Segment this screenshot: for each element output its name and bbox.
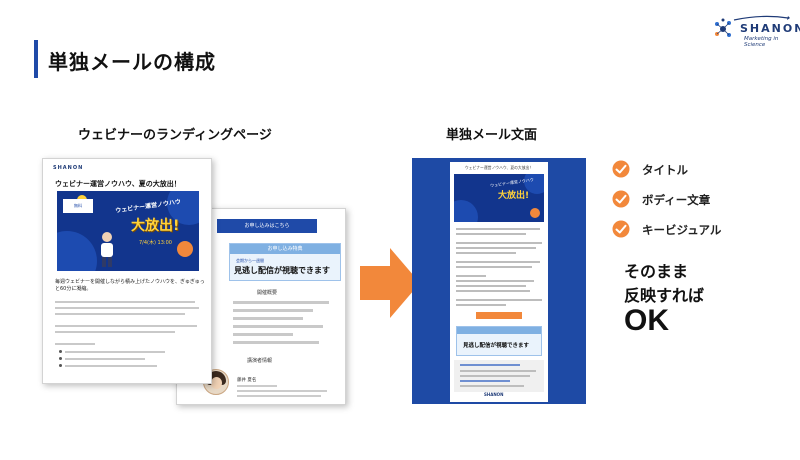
- email-text-line: [456, 261, 540, 263]
- lp-text-line: [233, 341, 319, 344]
- conclusion-line-1: そのまま: [624, 262, 689, 281]
- email-screenshot: ウェビナー運営ノウハウ、夏の大放出！ ウェビナー運営ノウハウ 大放出! 見逃し配…: [412, 158, 586, 404]
- title-accent-bar: [34, 40, 38, 78]
- logo-tagline: Marketing in Science: [744, 36, 779, 48]
- email-text-line: [456, 228, 540, 230]
- lp-hero-big: 大放出!: [131, 218, 180, 234]
- lp-text-line: [65, 358, 145, 360]
- email-text-line: [460, 364, 520, 366]
- person-illustration-icon: [101, 232, 113, 267]
- slide-title: 単独メールの構成: [48, 50, 216, 74]
- lp-headline: ウェビナー運営ノウハウ、夏の大放出！: [55, 180, 181, 188]
- lp-text-line: [55, 325, 197, 327]
- email-text-line: [460, 380, 510, 382]
- email-cta-button: [476, 312, 522, 319]
- lp-text-line: [55, 301, 195, 303]
- lp-key-visual: 無料 ウェビナー運営ノウハウ 大放出! 7/4(木) 13:00: [57, 191, 199, 271]
- lp-logo: SHANON: [53, 165, 84, 171]
- lp-text-line: [233, 309, 313, 312]
- lp-apply-button: お申し込みはこちら: [217, 219, 317, 233]
- email-text-line: [456, 290, 530, 292]
- lp-lead-text: 毎週ウェビナーを開催しながら積み上げたノウハウを、ぎゅぎゅっと60分に凝縮。: [55, 279, 205, 292]
- check-circle-icon: [612, 190, 630, 208]
- email-footer: [454, 360, 544, 392]
- checklist-label: ボディー文章: [642, 193, 711, 207]
- lp-hero-tag: 無料: [63, 199, 93, 213]
- shanon-logo-icon: [715, 15, 790, 37]
- lp-hero-date: 7/4(木) 13:00: [139, 240, 172, 246]
- landing-page-front-screenshot: SHANON ウェビナー運営ノウハウ、夏の大放出！ 無料 ウェビナー運営ノウハウ…: [42, 158, 212, 384]
- lp-lecturer-heading: 講演者情報: [247, 358, 273, 364]
- landing-page-heading: ウェビナーのランディングページ: [78, 128, 272, 143]
- lp-bonus-head: お申し込み特典: [230, 244, 340, 254]
- email-text-line: [456, 233, 526, 235]
- email-text-line: [460, 385, 524, 387]
- check-circle-icon: [612, 220, 630, 238]
- email-key-visual: ウェビナー運営ノウハウ 大放出!: [454, 174, 544, 222]
- lp-bullet: [59, 350, 62, 353]
- email-text-line: [456, 280, 534, 282]
- email-subject: ウェビナー運営ノウハウ、夏の大放出！: [464, 165, 534, 170]
- lp-text-line: [65, 365, 157, 367]
- lp-text-line: [55, 343, 95, 345]
- email-heading: 単独メール文面: [446, 128, 538, 143]
- lp-lecturer-name: 藤井 夏名: [237, 378, 257, 383]
- lp-bonus-box: お申し込み特典 会期から一週間 見逃し配信が視聴できます: [229, 243, 341, 281]
- conclusion-line-2: 反映すれば: [624, 286, 705, 305]
- lp-text-line: [65, 351, 165, 353]
- lp-bullet: [59, 357, 62, 360]
- conclusion-ok: OK: [624, 304, 669, 337]
- lp-text-line: [233, 325, 323, 328]
- email-text-line: [460, 370, 536, 372]
- lp-text-line: [233, 317, 303, 320]
- email-body: ウェビナー運営ノウハウ、夏の大放出！ ウェビナー運営ノウハウ 大放出! 見逃し配…: [450, 162, 548, 402]
- email-bonus-head: [457, 327, 541, 334]
- lp-text-line: [237, 385, 277, 387]
- lp-text-line: [55, 313, 185, 315]
- lp-text-line: [55, 331, 175, 333]
- lp-text-line: [55, 307, 199, 309]
- email-text-line: [456, 299, 542, 301]
- lp-bullet: [59, 364, 62, 367]
- email-text-line: [456, 242, 542, 244]
- email-text-line: [456, 285, 526, 287]
- logo-wordmark: SHANON: [740, 22, 800, 35]
- email-bonus-main: 見逃し配信が視聴できます: [463, 343, 530, 349]
- checklist-label: タイトル: [642, 163, 688, 177]
- email-text-line: [456, 252, 516, 254]
- lp-overview-heading: 開催概要: [257, 290, 278, 296]
- email-text-line: [456, 247, 536, 249]
- lp-bonus-badge: 会期から一週間: [236, 258, 264, 263]
- email-hero-big: 大放出!: [498, 191, 530, 201]
- lp-bonus-main: 見逃し配信が視聴できます: [234, 266, 330, 275]
- check-circle-icon: [612, 160, 630, 178]
- email-text-line: [456, 266, 532, 268]
- checklist-label: キービジュアル: [642, 223, 722, 237]
- email-bonus-box: 見逃し配信が視聴できます: [456, 326, 542, 356]
- email-footer-logo: SHANON: [484, 392, 504, 397]
- lp-text-line: [233, 333, 293, 336]
- email-text-line: [456, 275, 486, 277]
- right-arrow-icon: [360, 248, 420, 318]
- email-text-line: [460, 375, 530, 377]
- lp-text-line: [233, 301, 329, 304]
- lp-text-line: [237, 395, 321, 397]
- lp-text-line: [237, 390, 327, 392]
- email-text-line: [456, 304, 506, 306]
